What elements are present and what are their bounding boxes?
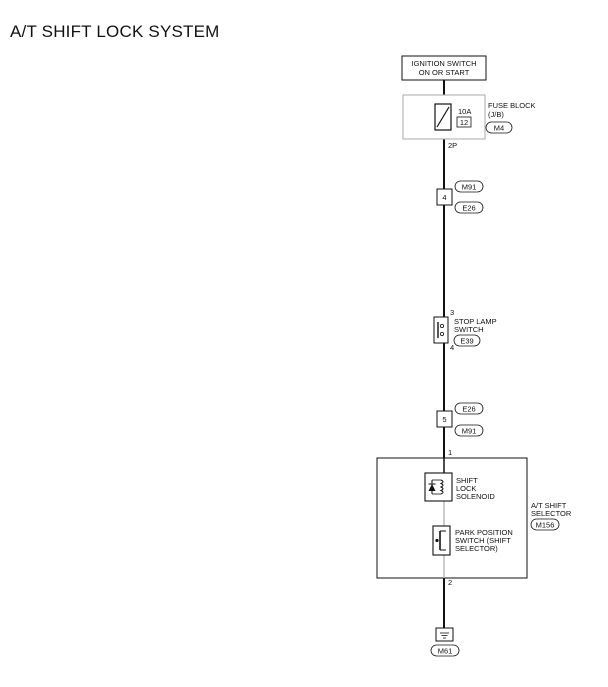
park-switch-label-1: PARK POSITION: [455, 528, 513, 537]
park-switch-label-3: SELECTOR): [455, 544, 498, 553]
fuse-pin-out: 2P: [448, 141, 457, 150]
shift-selector-unit: 1 SHIFT LOCK SOLENOID PARK POSITION SW: [376, 448, 572, 587]
solenoid-label-2: LOCK: [456, 484, 476, 493]
ignition-switch-box: IGNITION SWITCH ON OR START: [401, 55, 487, 81]
selector-unit-label-2: SELECTOR: [531, 509, 572, 518]
page-title: A/T SHIFT LOCK SYSTEM: [10, 22, 220, 41]
stop-lamp-pin-bottom: 4: [450, 343, 454, 352]
stop-lamp-switch: 3 4 STOP LAMP SWITCH E39: [433, 308, 497, 352]
selector-pin-in: 1: [448, 448, 452, 457]
selector-pin-out: 2: [448, 578, 452, 587]
shift-lock-solenoid: [424, 472, 453, 502]
joint1-connector-bottom: E26: [462, 204, 475, 213]
joint2-pin: 5: [442, 415, 446, 424]
stop-lamp-label: STOP LAMP: [454, 317, 497, 326]
fuse-block: 10A 12 FUSE BLOCK (J/B) M4 2P: [402, 94, 536, 150]
selector-unit-label-1: A/T SHIFT: [531, 501, 567, 510]
stop-lamp-label-2: SWITCH: [454, 325, 484, 334]
ground-symbol: M61: [430, 627, 460, 657]
solenoid-label-3: SOLENOID: [456, 492, 495, 501]
ignition-line2: ON OR START: [419, 68, 470, 77]
fuse-block-jb: (J/B): [488, 110, 504, 119]
joint-connector-1: 4 M91 E26: [436, 180, 484, 214]
joint1-connector-top: M91: [462, 183, 477, 192]
joint2-connector-top: E26: [462, 405, 475, 414]
fuse-number: 12: [460, 118, 468, 127]
fuse-block-label: FUSE BLOCK: [488, 101, 536, 110]
park-switch-label-2: SWITCH (SHIFT: [455, 536, 511, 545]
joint2-connector-bottom: M91: [462, 427, 477, 436]
ground-connector: M61: [438, 647, 453, 656]
fuse-amps: 10A: [458, 107, 471, 116]
park-position-switch: [432, 525, 451, 556]
selector-connector: M156: [536, 521, 555, 530]
ignition-line1: IGNITION SWITCH: [412, 59, 477, 68]
fuse-connector: M4: [494, 124, 504, 133]
joint1-pin: 4: [442, 193, 446, 202]
stop-lamp-connector: E39: [460, 337, 473, 346]
solenoid-label-1: SHIFT: [456, 476, 478, 485]
joint-connector-2: 5 E26 M91: [436, 402, 484, 437]
stop-lamp-pin-top: 3: [450, 308, 454, 317]
